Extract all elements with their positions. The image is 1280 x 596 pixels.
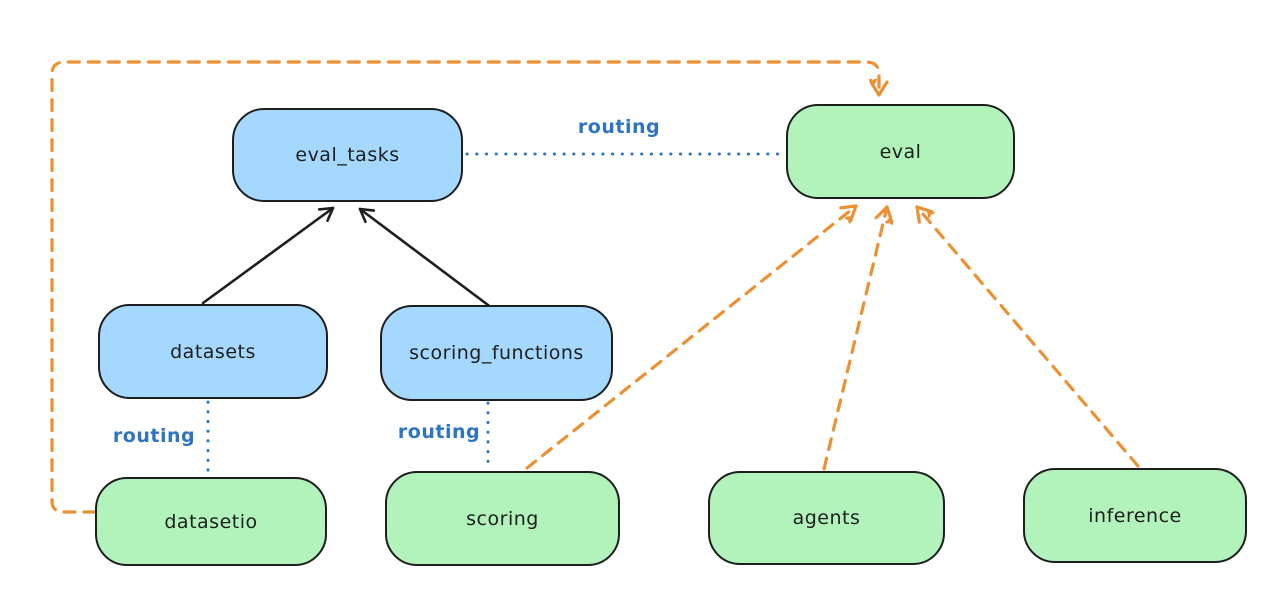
edge-label-routing-eval-tasks-eval: routing [577, 116, 661, 138]
edge-datasets-to-eval-tasks [201, 206, 335, 305]
node-eval: eval [786, 104, 1015, 199]
node-eval-label: eval [879, 140, 922, 163]
node-agents: agents [708, 471, 945, 565]
edge-datasetio-to-eval [50, 60, 879, 514]
node-datasets: datasets [98, 304, 328, 399]
edge-label-routing-datasets-datasetio: routing [112, 425, 196, 447]
node-scoring-functions: scoring_functions [380, 305, 613, 401]
node-datasetio-label: datasetio [164, 510, 258, 533]
node-datasets-label: datasets [170, 340, 256, 363]
node-agents-label: agents [792, 507, 861, 529]
edge-label-routing-scoring-functions-scoring: routing [397, 421, 481, 443]
node-scoring: scoring [385, 471, 620, 566]
node-scoring-functions-label: scoring_functions [409, 342, 584, 364]
edge-scoring-functions-to-eval-tasks [358, 207, 494, 310]
edge-agents-to-eval [822, 205, 887, 471]
edge-scoring-to-eval [525, 204, 858, 470]
node-eval-tasks-label: eval_tasks [295, 144, 400, 166]
node-inference-label: inference [1088, 504, 1182, 527]
node-inference: inference [1023, 468, 1247, 563]
node-eval-tasks: eval_tasks [232, 108, 463, 202]
edge-inference-to-eval [915, 205, 1140, 468]
node-datasetio: datasetio [95, 477, 327, 566]
node-scoring-label: scoring [466, 507, 539, 530]
